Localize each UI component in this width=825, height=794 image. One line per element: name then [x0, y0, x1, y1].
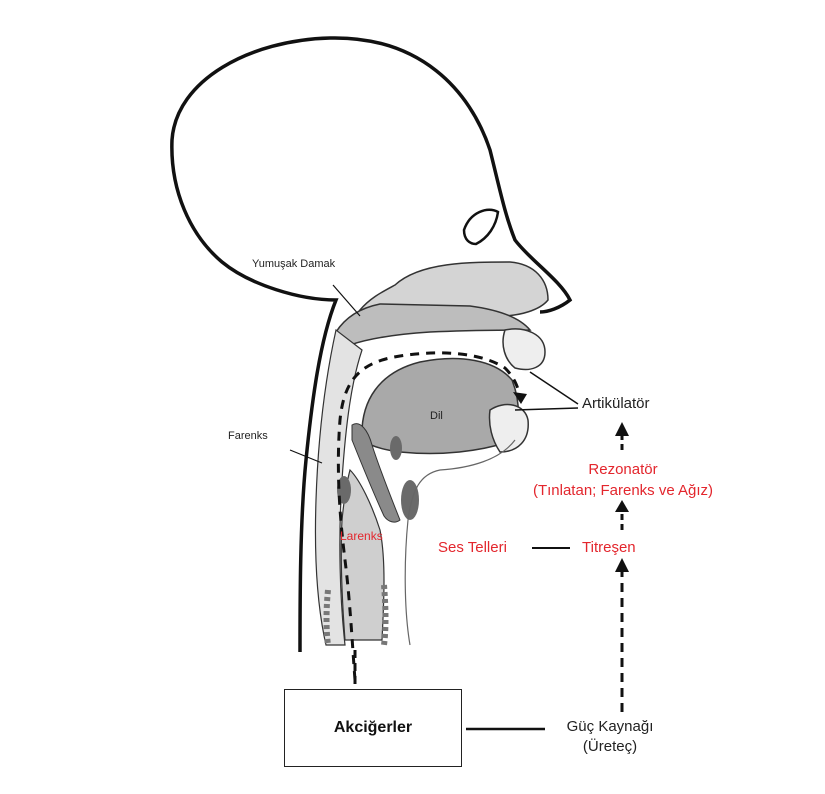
label-tongue: Dil	[430, 410, 443, 422]
trachea	[323, 584, 389, 646]
pharynx-leader	[289, 449, 323, 464]
neck-front	[404, 439, 516, 646]
airflow-arrowhead	[513, 392, 527, 404]
label-resonator-detail: (Tınlatan; Farenks ve Ağız)	[532, 482, 714, 499]
label-lungs: Akciğerler	[333, 719, 413, 736]
larynx-shape	[340, 468, 385, 641]
label-larynx: Larenks	[340, 529, 383, 543]
lower-lip	[488, 403, 529, 453]
soft-palate-leader	[332, 284, 361, 317]
lungs-box: Akciğerler	[284, 689, 462, 767]
epiglottis	[351, 423, 401, 523]
articulator-line-lower	[514, 407, 579, 411]
vibrator-to-resonator-arrowhead	[615, 500, 629, 512]
arytenoid	[390, 436, 402, 460]
power-to-vibrator-arrowhead	[615, 558, 629, 572]
label-soft-palate: Yumuşak Damak	[252, 258, 336, 270]
label-pharynx: Farenks	[228, 430, 268, 442]
airflow-path	[336, 351, 522, 681]
label-vocal-folds: Ses Telleri	[438, 539, 507, 556]
larynx-fold-right	[401, 480, 419, 520]
upper-lip	[502, 328, 546, 371]
eye-outline	[462, 208, 500, 246]
nasal-cavity	[358, 261, 549, 317]
head-outline	[170, 36, 573, 653]
resonator-to-articulator-arrowhead	[615, 422, 629, 436]
label-resonator: Rezonatör	[588, 461, 658, 478]
label-vibrator: Titreşen	[582, 539, 636, 556]
articulator-line-upper	[529, 371, 579, 405]
label-articulator: Artikülatör	[582, 395, 650, 412]
label-power-source: Güç Kaynağı	[566, 718, 654, 735]
label-power-source-detail: (Üreteç)	[582, 738, 638, 755]
